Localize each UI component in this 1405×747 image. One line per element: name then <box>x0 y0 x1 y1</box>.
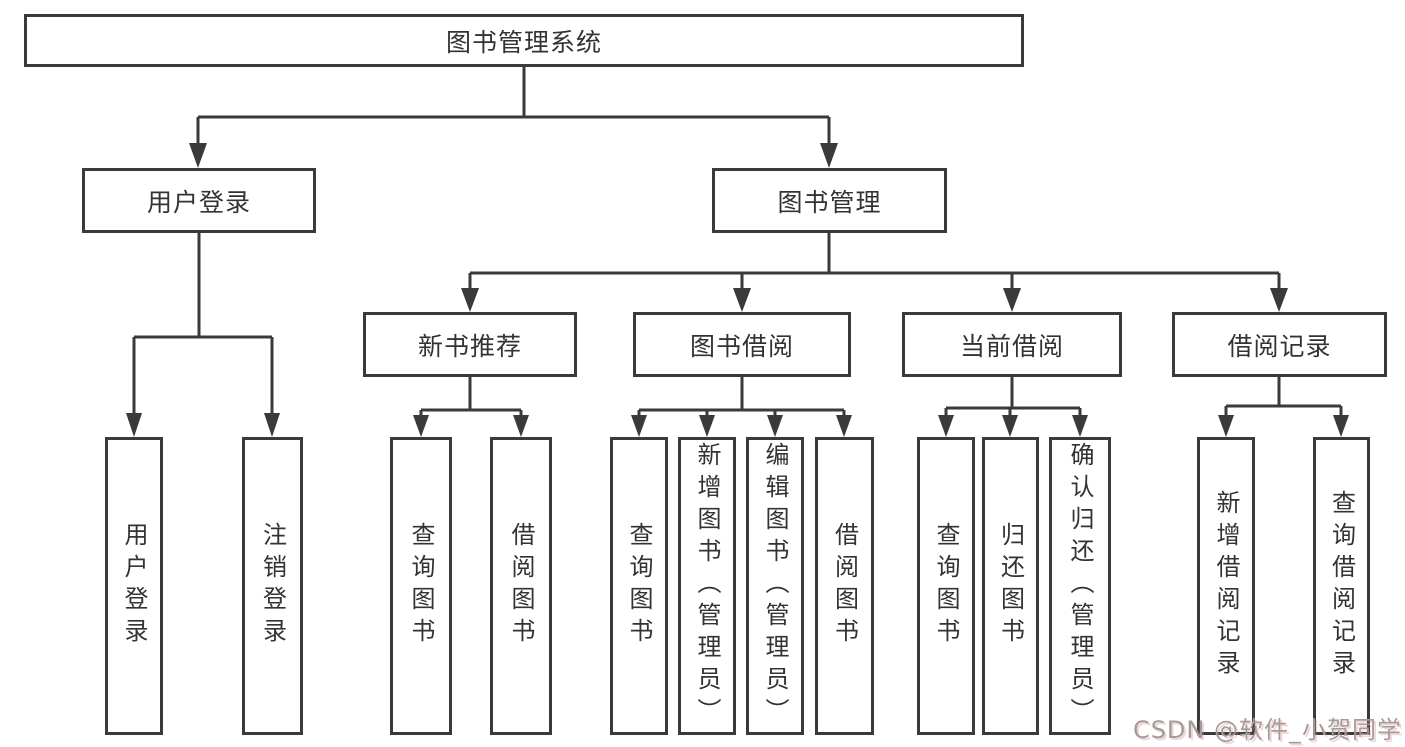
leaf-edit-books-admin: 编辑图书（管理员） <box>746 437 804 735</box>
node-book-management-label: 图书管理 <box>777 187 882 217</box>
node-new-book-recommend: 新书推荐 <box>363 312 577 377</box>
node-new-book-recommend-label: 新书推荐 <box>417 331 522 361</box>
leaf-borrow-books: 借阅图书 <box>815 437 874 735</box>
leaf-add-borrow-record-label: 新增借阅记录 <box>1212 490 1240 682</box>
leaf-recommend-borrow-books: 借阅图书 <box>490 437 552 735</box>
leaf-add-borrow-record: 新增借阅记录 <box>1197 437 1255 735</box>
leaf-return-books-label: 归还图书 <box>996 522 1025 650</box>
leaf-edit-books-admin-label: 编辑图书（管理员） <box>761 442 789 730</box>
leaf-recommend-borrow-books-label: 借阅图书 <box>507 522 535 650</box>
node-current-borrow-label: 当前借阅 <box>959 331 1064 361</box>
leaf-confirm-return-admin-label: 确认归还（管理员） <box>1066 442 1094 730</box>
leaf-current-query-books: 查询图书 <box>917 437 975 735</box>
node-book-borrow: 图书借阅 <box>633 312 851 377</box>
node-system-root: 图书管理系统 <box>24 14 1024 67</box>
arrowheads <box>126 143 1349 437</box>
node-borrow-records: 借阅记录 <box>1172 312 1387 377</box>
leaf-borrow-books-label: 借阅图书 <box>830 522 859 650</box>
node-book-management: 图书管理 <box>712 168 947 233</box>
leaf-return-books: 归还图书 <box>982 437 1039 735</box>
leaf-borrow-query-books-label: 查询图书 <box>625 522 653 650</box>
leaf-query-borrow-record-label: 查询借阅记录 <box>1327 490 1356 682</box>
leaf-add-books-admin: 新增图书（管理员） <box>678 437 736 735</box>
leaf-borrow-query-books: 查询图书 <box>610 437 668 735</box>
node-system-root-label: 图书管理系统 <box>445 27 602 57</box>
leaf-user-login: 用户登录 <box>105 437 163 735</box>
leaf-logout-label: 注销登录 <box>258 522 287 650</box>
leaf-add-books-admin-label: 新增图书（管理员） <box>693 442 721 730</box>
leaf-query-borrow-record: 查询借阅记录 <box>1313 437 1370 735</box>
leaf-current-query-books-label: 查询图书 <box>932 522 960 650</box>
node-current-borrow: 当前借阅 <box>902 312 1122 377</box>
leaf-confirm-return-admin: 确认归还（管理员） <box>1049 437 1111 735</box>
leaf-user-login-label: 用户登录 <box>120 522 148 650</box>
node-borrow-records-label: 借阅记录 <box>1227 331 1332 361</box>
node-book-borrow-label: 图书借阅 <box>689 331 794 361</box>
node-user-login: 用户登录 <box>82 168 316 233</box>
leaf-recommend-query-books: 查询图书 <box>390 437 452 735</box>
leaf-recommend-query-books-label: 查询图书 <box>407 522 435 650</box>
leaf-logout: 注销登录 <box>242 437 303 735</box>
node-user-login-label: 用户登录 <box>146 187 251 217</box>
